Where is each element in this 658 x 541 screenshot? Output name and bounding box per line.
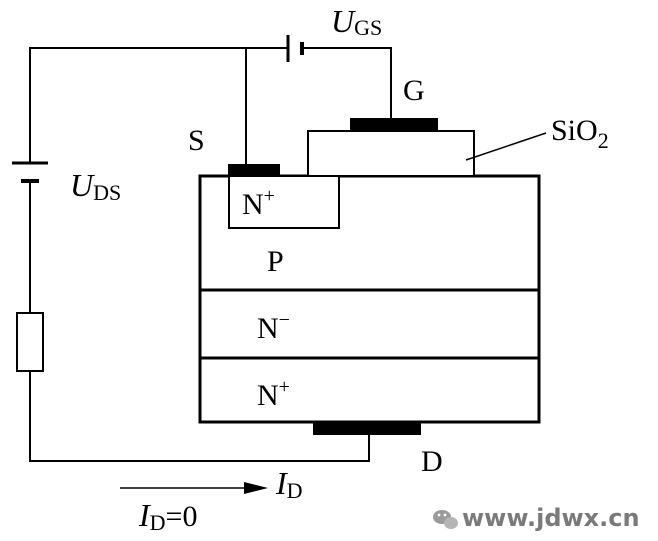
drain-label: D bbox=[421, 445, 443, 478]
source-electrode bbox=[228, 164, 280, 176]
watermark-text: www.jdwx.cn bbox=[462, 504, 640, 532]
uds-battery-symbol bbox=[12, 161, 48, 183]
n-plus-source-label: N+ bbox=[242, 185, 275, 221]
id-arrow-label: ID bbox=[275, 465, 303, 503]
id-arrow bbox=[120, 482, 268, 494]
source-label: S bbox=[188, 124, 205, 157]
gate-label: G bbox=[403, 74, 425, 107]
wire-gate bbox=[302, 47, 392, 118]
wechat-icon bbox=[433, 510, 458, 529]
drain-electrode bbox=[313, 422, 421, 435]
sio2-label: SiO2 bbox=[551, 114, 609, 153]
ugs-battery-symbol bbox=[286, 35, 304, 62]
load-resistor bbox=[16, 312, 44, 372]
watermark: www.jdwx.cn bbox=[433, 504, 640, 532]
sio2-oxide-layer bbox=[307, 130, 475, 177]
id-equals-zero-label: ID=0 bbox=[138, 497, 197, 535]
sio2-leader-line bbox=[465, 132, 547, 161]
wire-top-left bbox=[29, 47, 288, 163]
p-region-label: P bbox=[267, 245, 284, 278]
n-minus-label: N− bbox=[257, 309, 290, 345]
gate-electrode bbox=[350, 118, 438, 131]
wire-bottom bbox=[29, 371, 370, 462]
source-n-plus-well bbox=[228, 175, 340, 229]
uds-label: UDS bbox=[70, 167, 121, 205]
circuit-wires bbox=[29, 47, 392, 462]
n-plus-substrate-label: N+ bbox=[257, 376, 290, 412]
ugs-label: UGS bbox=[331, 3, 382, 40]
